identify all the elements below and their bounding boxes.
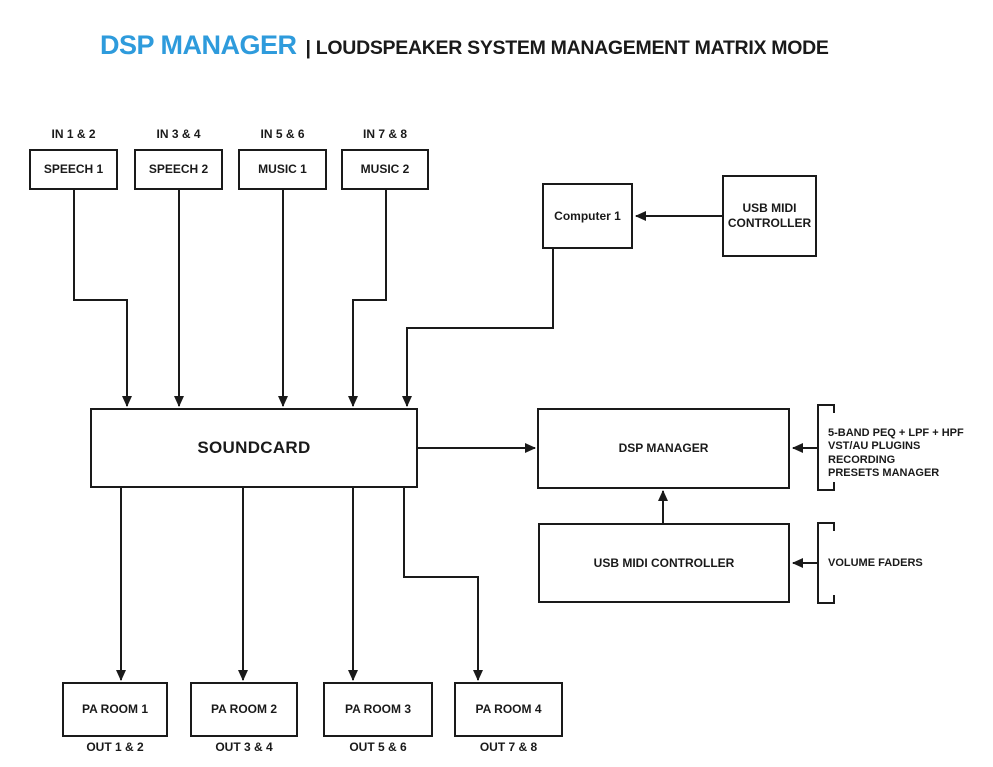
node-pa-room-4: PA ROOM 4 xyxy=(454,682,563,737)
node-pa-room-2: PA ROOM 2 xyxy=(190,682,298,737)
node-soundcard: SOUNDCARD xyxy=(90,408,418,488)
page-title: DSP MANAGER | LOUDSPEAKER SYSTEM MANAGEM… xyxy=(100,30,829,61)
volume-faders-note: VOLUME FADERS xyxy=(828,557,923,569)
node-music-1: MUSIC 1 xyxy=(238,149,327,190)
bracket-volume-faders xyxy=(817,522,835,604)
node-dsp-manager: DSP MANAGER xyxy=(537,408,790,489)
node-usb-midi-controller-top: USB MIDI CONTROLLER xyxy=(722,175,817,257)
dsp-feature-1: 5-BAND PEQ + LPF + HPF xyxy=(828,427,964,439)
dsp-feature-2: VST/AU PLUGINS xyxy=(828,440,921,453)
dsp-feature-list: 5-BAND PEQ + LPF + HPF VST/AU PLUGINS RE… xyxy=(828,427,964,481)
output-port-label-4: OUT 7 & 8 xyxy=(479,740,538,754)
node-pa-room-3-label: PA ROOM 3 xyxy=(344,702,411,716)
bracket-dsp-features xyxy=(817,404,835,491)
node-pa-room-4-label: PA ROOM 4 xyxy=(475,702,542,716)
output-port-label-2: OUT 3 & 4 xyxy=(215,740,273,754)
input-port-label-2: IN 3 & 4 xyxy=(156,127,201,141)
node-music-2-label: MUSIC 2 xyxy=(360,162,410,176)
node-speech-2-label: SPEECH 2 xyxy=(148,162,209,176)
output-port-label-3: OUT 5 & 6 xyxy=(349,740,407,754)
node-pa-room-2-label: PA ROOM 2 xyxy=(210,702,277,716)
node-music-1-label: MUSIC 1 xyxy=(258,162,307,176)
dsp-feature-3: RECORDING xyxy=(828,453,896,466)
node-usb-midi-controller-bottom: USB MIDI CONTROLLER xyxy=(538,523,790,603)
node-computer-label: Computer 1 xyxy=(554,208,621,223)
node-soundcard-label: SOUNDCARD xyxy=(197,438,311,458)
node-music-2: MUSIC 2 xyxy=(341,149,429,190)
node-usb-midi-controller-top-label: USB MIDI CONTROLLER xyxy=(728,201,811,231)
title-brand: DSP MANAGER xyxy=(100,30,297,60)
input-port-label-4: IN 7 & 8 xyxy=(362,127,407,141)
connector-music2-to-soundcard xyxy=(348,190,387,407)
node-pa-room-1: PA ROOM 1 xyxy=(62,682,168,737)
connector-computer-to-soundcard xyxy=(402,249,554,407)
node-speech-2: SPEECH 2 xyxy=(134,149,223,190)
input-port-label-1: IN 1 & 2 xyxy=(51,127,96,141)
dsp-feature-4: PRESETS MANAGER xyxy=(828,467,940,480)
usb-midi-top-line1: USB MIDI xyxy=(742,201,797,215)
connector-speech1-to-soundcard xyxy=(73,190,132,407)
connector-soundcard-to-pa4 xyxy=(403,488,483,681)
node-pa-room-1-label: PA ROOM 1 xyxy=(81,702,148,716)
input-port-label-3: IN 5 & 6 xyxy=(260,127,305,141)
node-computer: Computer 1 xyxy=(542,183,633,249)
title-subtitle: | LOUDSPEAKER SYSTEM MANAGEMENT MATRIX M… xyxy=(305,37,829,59)
node-usb-midi-controller-bottom-label: USB MIDI CONTROLLER xyxy=(593,555,735,570)
node-speech-1: SPEECH 1 xyxy=(29,149,118,190)
node-speech-1-label: SPEECH 1 xyxy=(43,162,104,176)
node-dsp-manager-label: DSP MANAGER xyxy=(618,441,709,455)
node-pa-room-3: PA ROOM 3 xyxy=(323,682,433,737)
usb-midi-top-line2: CONTROLLER xyxy=(727,216,812,230)
output-port-label-1: OUT 1 & 2 xyxy=(86,740,144,754)
